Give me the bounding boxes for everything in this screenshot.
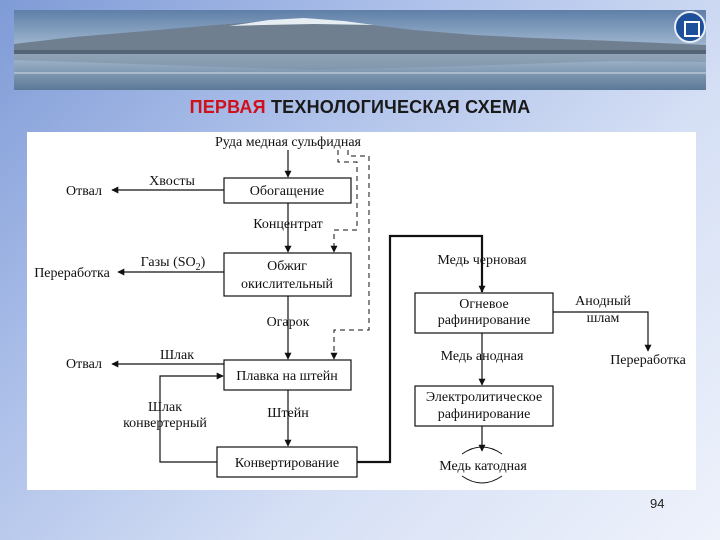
label-slag: Шлак <box>160 348 194 363</box>
title-accent: ПЕРВАЯ <box>189 97 266 117</box>
label-fire-refining-2: рафинирование <box>438 313 531 328</box>
slide-title: ПЕРВАЯ ТЕХНОЛОГИЧЕСКАЯ СХЕМА <box>0 97 720 118</box>
label-converter-slag-1: Шлак <box>148 400 182 415</box>
label-concentrate: Концентрат <box>253 217 323 232</box>
label-ore: Руда медная сульфидная <box>215 135 362 150</box>
label-electro-refining-2: рафинирование <box>438 407 531 422</box>
cathode-arc-top <box>461 446 503 455</box>
label-calcine: Огарок <box>267 315 310 330</box>
label-enrichment: Обогащение <box>250 184 324 199</box>
label-matte-smelting: Плавка на штейн <box>236 369 338 384</box>
label-anode-copper: Медь анодная <box>441 349 524 364</box>
fire-refining-box <box>414 292 554 334</box>
flow-converter-slag-return <box>159 372 224 463</box>
label-electro-refining-1: Электролитическое <box>426 390 542 405</box>
title-rest: ТЕХНОЛОГИЧЕСКАЯ СХЕМА <box>270 97 531 117</box>
label-roasting-1: Обжиг <box>267 259 307 274</box>
label-converting: Конвертирование <box>235 456 339 471</box>
label-dump-2: Отвал <box>66 357 102 372</box>
flow-converting-to-blister-copper <box>357 234 486 464</box>
logo-icon <box>674 11 706 43</box>
electro-refining-box <box>414 385 554 427</box>
process-flow-diagram: Руда медная сульфидная Обогащение Хвосты… <box>27 132 696 490</box>
cathode-arc-bottom <box>461 475 503 484</box>
label-blister-copper: Медь черновая <box>437 253 527 268</box>
flow-anode-slime-to-processing <box>553 311 652 352</box>
dashed-bypass-roasting <box>330 150 358 253</box>
label-processing-1: Переработка <box>34 266 110 281</box>
dashed-bypass-smelting <box>330 150 370 360</box>
label-fire-refining-1: Огневое <box>459 297 508 312</box>
label-tailings: Хвосты <box>149 174 195 189</box>
page-number: 94 <box>650 496 665 511</box>
label-gases: Газы (SO2) <box>141 255 206 273</box>
label-dump-1: Отвал <box>66 184 102 199</box>
label-cathode-copper: Медь катодная <box>439 459 527 474</box>
label-anode-slime-1: Анодный <box>575 294 631 309</box>
label-converter-slag-2: конвертерный <box>123 416 207 431</box>
label-roasting-2: окислительный <box>241 277 334 292</box>
landscape-banner <box>14 10 706 90</box>
label-processing-2: Переработка <box>610 353 686 368</box>
label-matte: Штейн <box>267 406 309 421</box>
label-anode-slime-2: шлам <box>587 311 620 326</box>
